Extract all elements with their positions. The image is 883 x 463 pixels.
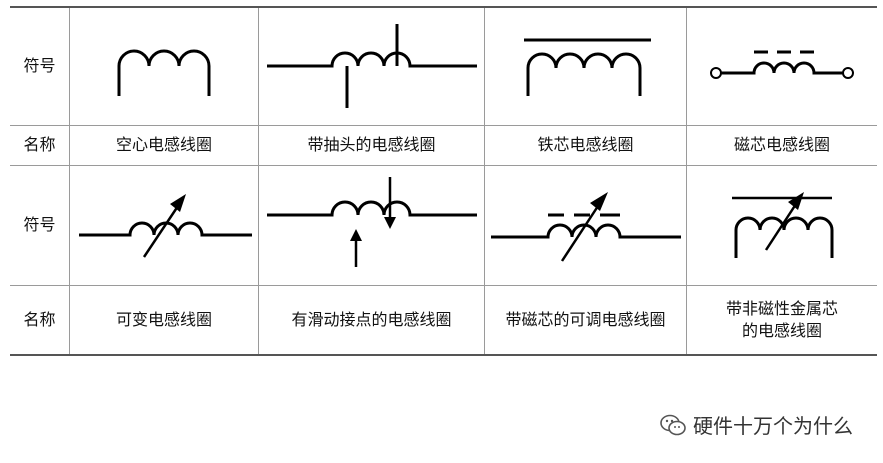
row-header-name-1: 名称 [10, 124, 70, 166]
watermark-text: 硬件十万个为什么 [693, 414, 853, 438]
name-label: 名称 [23, 135, 56, 154]
wechat-icon [660, 414, 686, 435]
symbol-row-2: 符号 [10, 164, 877, 286]
sliding-contact-inductor-icon [266, 177, 477, 267]
name-text: 铁芯电感线圈 [537, 135, 634, 154]
row-header-name-2: 名称 [10, 284, 70, 356]
name-tapped: 带抽头的电感线圈 [258, 124, 485, 166]
adjustable-magnetic-core-inductor-icon [491, 192, 681, 262]
name-nonmagnetic-metal-core: 带非磁性金属芯 的电感线圈 [686, 284, 877, 356]
name-adjustable-magnetic-core: 带磁芯的可调电感线圈 [484, 284, 687, 356]
name-text: 磁芯电感线圈 [733, 135, 830, 154]
name-text: 带抽头的电感线圈 [307, 135, 436, 154]
row-header-symbol-2: 符号 [10, 164, 70, 286]
name-label: 名称 [23, 309, 56, 329]
symbol-cell-air-core [69, 6, 259, 126]
nonmagnetic-metal-core-inductor-icon [732, 192, 834, 258]
symbol-cell-nonmagnetic-metal-core [686, 164, 877, 286]
name-text-line2: 的电感线圈 [741, 320, 822, 340]
name-air-core: 空心电感线圈 [69, 124, 259, 166]
watermark: 硬件十万个为什么 [659, 410, 853, 439]
symbol-cell-adjustable-magnetic-core [484, 164, 687, 286]
symbol-cell-iron-core [484, 6, 687, 126]
symbol-row-1: 符号 [10, 6, 877, 126]
iron-core-inductor-icon [523, 38, 651, 97]
name-magnetic-core: 磁芯电感线圈 [686, 124, 877, 166]
name-variable: 可变电感线圈 [69, 284, 259, 356]
symbol-cell-variable [69, 164, 259, 286]
name-sliding-contact: 有滑动接点的电感线圈 [258, 284, 485, 356]
symbol-label: 符号 [23, 215, 56, 234]
air-core-inductor-icon [117, 49, 211, 97]
name-iron-core: 铁芯电感线圈 [484, 124, 687, 166]
row-header-symbol-1: 符号 [10, 6, 70, 126]
name-text: 有滑动接点的电感线圈 [291, 309, 452, 329]
symbol-cell-sliding-contact [258, 164, 485, 286]
name-row-2: 名称 可变电感线圈 有滑动接点的电感线圈 带磁芯的可调电感线圈 带非磁性金属芯 … [10, 284, 877, 356]
variable-inductor-icon [79, 194, 252, 258]
magnetic-core-inductor-icon [710, 50, 854, 80]
name-text: 可变电感线圈 [115, 309, 212, 329]
tapped-inductor-icon [266, 24, 477, 109]
name-text: 空心电感线圈 [115, 135, 212, 154]
name-row-1: 名称 空心电感线圈 带抽头的电感线圈 铁芯电感线圈 磁芯电感线圈 [10, 124, 877, 166]
symbol-label: 符号 [23, 56, 56, 76]
symbol-cell-tapped [258, 6, 485, 126]
name-text-line1: 带非磁性金属芯 [725, 298, 838, 318]
name-text: 带磁芯的可调电感线圈 [505, 309, 666, 329]
symbol-cell-magnetic-core [686, 6, 877, 126]
inductor-symbol-table: 符号 [10, 6, 877, 356]
